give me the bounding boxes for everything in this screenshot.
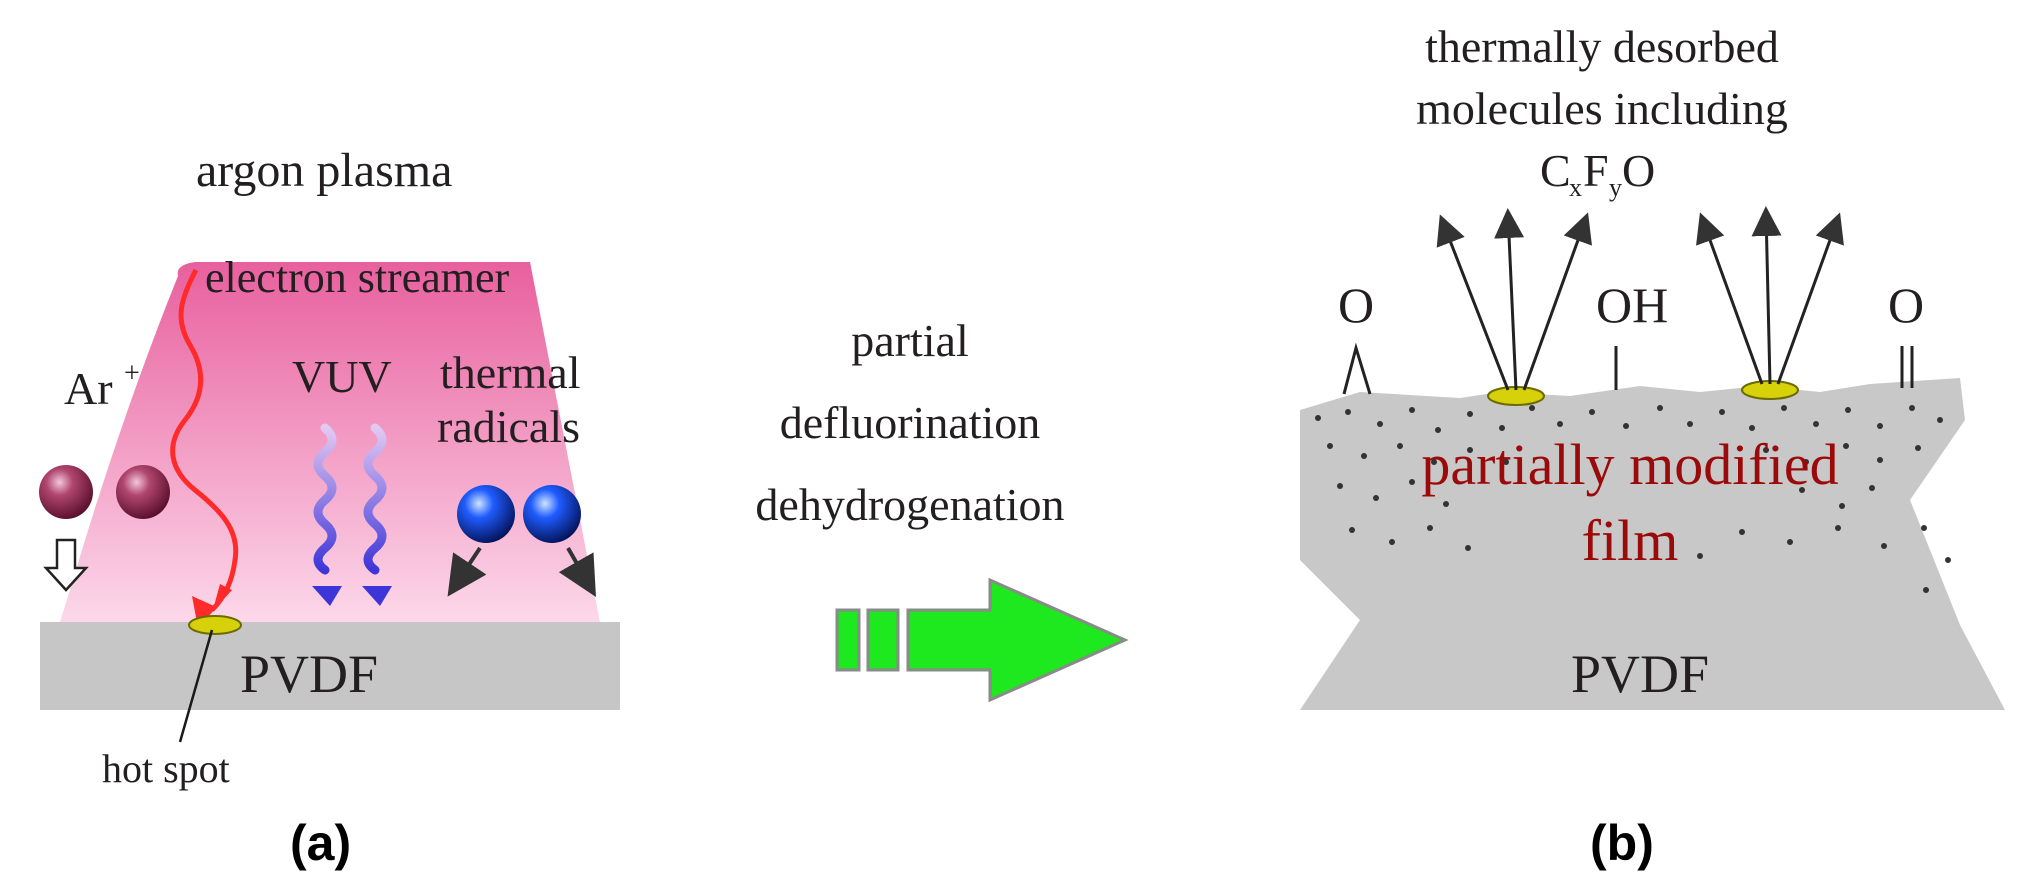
group-oh: OH (1596, 277, 1668, 333)
desorbed-formula: C x F y O (1540, 145, 1655, 202)
group-o-right: O (1888, 277, 1924, 333)
thermal-label-2: radicals (437, 401, 580, 452)
modified-film (1300, 378, 2005, 710)
ion-charge-label: + (124, 358, 140, 389)
hot-spot-leader (178, 629, 214, 743)
epoxide-bond (1342, 342, 1372, 395)
electron-streamer (170, 268, 239, 612)
caption-a: (a) (290, 815, 351, 871)
process-label-line2: defluorination (780, 397, 1041, 448)
ar-ion-1 (39, 465, 93, 519)
vuv-label: VUV (292, 351, 392, 402)
group-o-left: O (1338, 277, 1374, 333)
desorb-arrow-1c (1522, 212, 1592, 391)
radical-1 (457, 485, 515, 543)
process-step: partial defluorination dehydrogenation (755, 315, 1129, 703)
formula-y: y (1609, 173, 1622, 202)
formula-c: C (1540, 145, 1571, 196)
radical-arrow-2 (558, 547, 596, 597)
electron-streamer-label: electron streamer (205, 253, 510, 302)
hot-spot-a (188, 615, 242, 635)
argon-plasma-title: argon plasma (196, 144, 452, 197)
ar-ion-2 (116, 465, 170, 519)
caption-b: (b) (1590, 815, 1654, 871)
desorbed-label-line2: molecules including (1416, 83, 1788, 134)
formula-o: O (1622, 145, 1655, 196)
panel-b: thermally desorbed molecules including C… (1300, 21, 2005, 871)
formula-x: x (1569, 173, 1582, 202)
pvdf-label-a: PVDF (240, 644, 378, 704)
desorb-arrow-2b (1751, 206, 1782, 385)
vuv-wave-2 (363, 423, 387, 575)
pvdf-label-b: PVDF (1571, 644, 1709, 704)
radical-arrow-1 (447, 546, 487, 597)
hot-spot-label: hot spot (102, 746, 230, 791)
radical-2 (523, 485, 581, 543)
process-label-line3: dehydrogenation (755, 479, 1064, 530)
film-defect-dots (1315, 405, 1951, 593)
desorb-arrow-1b (1494, 208, 1525, 391)
desorb-arrow-2c (1776, 212, 1844, 385)
panel-a: argon plasma electron streamer PVDF hot … (39, 144, 620, 871)
pvdf-substrate-a (40, 622, 620, 710)
vuv-arrowhead-icon-2 (362, 586, 392, 606)
vuv-arrowhead-icon-1 (312, 586, 342, 606)
modified-film-label-line1: partially modified (1421, 432, 1838, 497)
thermal-label-1: thermal (440, 347, 581, 398)
process-arrow-dash-2 (866, 608, 900, 672)
modified-film-label-line2: film (1582, 508, 1679, 573)
formula-f: F (1583, 145, 1609, 196)
desorb-arrow-1a (1436, 214, 1510, 391)
desorb-arrow-2a (1696, 212, 1764, 385)
desorbed-label-line1: thermally desorbed (1425, 21, 1779, 72)
ion-down-arrow-icon (43, 538, 89, 592)
process-label-line1: partial (851, 315, 969, 366)
ion-label: Ar (64, 363, 113, 414)
process-arrow-icon (906, 577, 1129, 703)
process-arrow-dash-1 (835, 608, 861, 672)
vuv-wave-1 (313, 423, 337, 575)
